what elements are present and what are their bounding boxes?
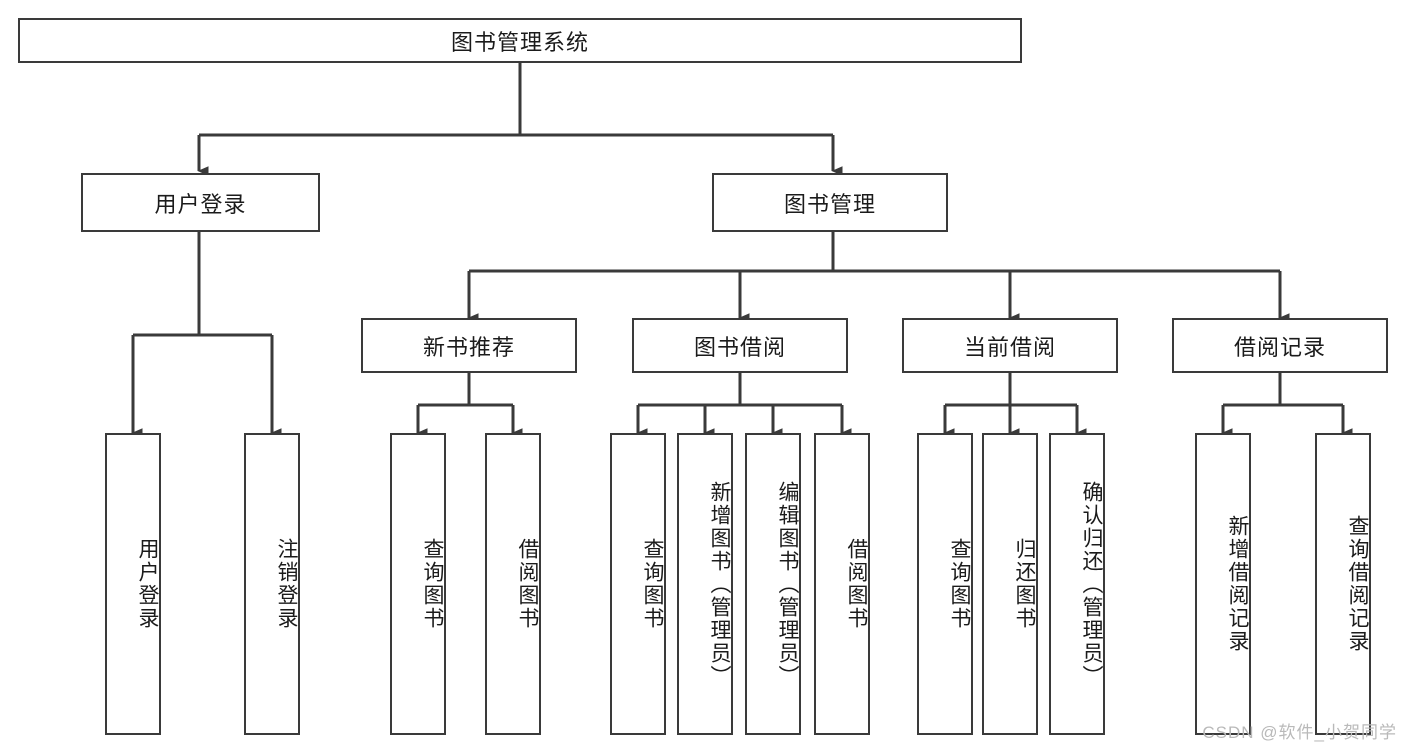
node-root[interactable]: 图书管理系统 <box>18 18 1022 63</box>
leaf-label: 确认归还（管理员） <box>1080 480 1103 688</box>
watermark: CSDN @软件_小贺同学 <box>1202 723 1397 742</box>
node-root-label: 图书管理系统 <box>450 29 589 55</box>
leaf-user-login-login[interactable]: 用户登录 <box>105 433 161 735</box>
leaf-label: 注销登录 <box>275 538 298 630</box>
node-borrow-record-label: 借阅记录 <box>1233 334 1326 360</box>
leaf-book-borrow-borrow[interactable]: 借阅图书 <box>814 433 870 735</box>
leaf-book-borrow-query[interactable]: 查询图书 <box>610 433 666 735</box>
leaf-label: 查询图书 <box>948 538 971 630</box>
node-current-borrow[interactable]: 当前借阅 <box>902 318 1118 373</box>
leaf-label: 借阅图书 <box>845 538 868 630</box>
leaf-new-book-query[interactable]: 查询图书 <box>390 433 446 735</box>
leaf-user-login-logout[interactable]: 注销登录 <box>244 433 300 735</box>
leaf-book-borrow-add[interactable]: 新增图书（管理员） <box>677 433 733 735</box>
node-book-borrow[interactable]: 图书借阅 <box>632 318 848 373</box>
node-user-login-label: 用户登录 <box>154 191 247 217</box>
node-book-management[interactable]: 图书管理 <box>712 173 948 232</box>
leaf-label: 归还图书 <box>1013 538 1036 630</box>
node-borrow-record[interactable]: 借阅记录 <box>1172 318 1388 373</box>
leaf-label: 新增图书（管理员） <box>708 480 731 688</box>
leaf-label: 借阅图书 <box>516 538 539 630</box>
leaf-current-borrow-confirm[interactable]: 确认归还（管理员） <box>1049 433 1105 735</box>
leaf-label: 查询图书 <box>641 538 664 630</box>
node-current-borrow-label: 当前借阅 <box>963 334 1056 360</box>
leaf-book-borrow-edit[interactable]: 编辑图书（管理员） <box>745 433 801 735</box>
node-new-book-recommend-label: 新书推荐 <box>422 334 515 360</box>
leaf-current-borrow-return[interactable]: 归还图书 <box>982 433 1038 735</box>
leaf-label: 查询图书 <box>421 538 444 630</box>
leaf-borrow-record-query[interactable]: 查询借阅记录 <box>1315 433 1371 735</box>
leaf-current-borrow-query[interactable]: 查询图书 <box>917 433 973 735</box>
leaf-label: 新增借阅记录 <box>1226 515 1249 653</box>
leaf-borrow-record-add[interactable]: 新增借阅记录 <box>1195 433 1251 735</box>
leaf-label: 用户登录 <box>136 538 159 630</box>
node-book-borrow-label: 图书借阅 <box>693 334 786 360</box>
node-new-book-recommend[interactable]: 新书推荐 <box>361 318 577 373</box>
leaf-new-book-borrow[interactable]: 借阅图书 <box>485 433 541 735</box>
leaf-label: 编辑图书（管理员） <box>776 480 799 688</box>
leaf-label: 查询借阅记录 <box>1346 515 1369 653</box>
node-user-login[interactable]: 用户登录 <box>81 173 320 232</box>
node-book-management-label: 图书管理 <box>783 191 876 217</box>
